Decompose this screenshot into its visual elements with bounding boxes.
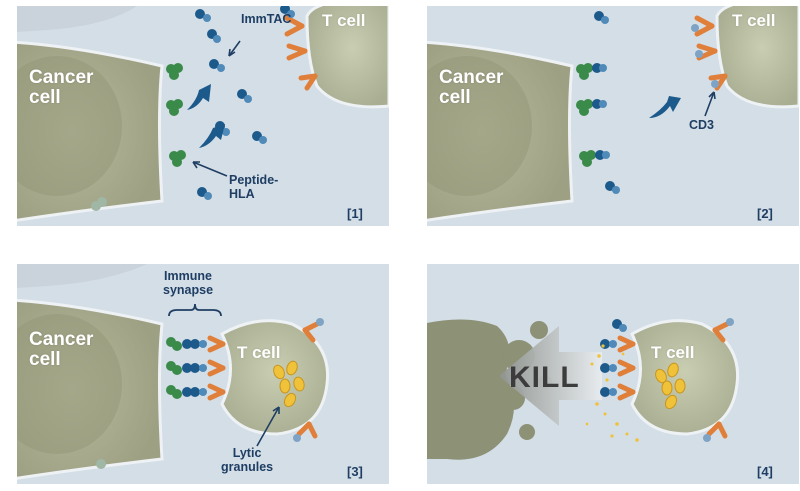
panel-number: [2]	[757, 206, 773, 221]
cancer-cell-label: Cancer cell	[29, 329, 94, 370]
peptide-hla-label: Peptide- HLA	[229, 173, 279, 202]
panel-2-illustration	[427, 6, 799, 222]
synapse-bracket	[168, 303, 222, 317]
panel-3: Cancer cell T cell Immune synapse Lytic …	[17, 264, 389, 484]
panel-1: Cancer cell T cell ImmTAC Peptide- HLA […	[17, 6, 389, 226]
panel-4-illustration	[427, 318, 740, 460]
annotation-arrow	[256, 406, 280, 447]
t-cell	[715, 6, 799, 109]
annotation-arrow	[704, 91, 716, 117]
kill-arrow	[499, 326, 602, 426]
t-cell-label: T cell	[237, 343, 281, 362]
cancer-cell-label: Cancer cell	[29, 67, 94, 108]
peptide-hla-group	[91, 63, 186, 211]
cd3-receptors	[284, 15, 318, 91]
motion-arrows	[187, 84, 225, 148]
t-cell	[630, 319, 740, 436]
t-cell-label: T cell	[732, 11, 776, 30]
panel-number: [3]	[347, 464, 363, 479]
kill-label: KILL	[509, 361, 580, 394]
cd3-receptors	[694, 15, 728, 91]
peptide-hla-group	[576, 63, 596, 167]
immune-synapse-label: Immune synapse	[163, 269, 214, 298]
panel-number: [4]	[757, 464, 773, 479]
bound-immtac	[592, 11, 620, 194]
cd3-tips	[691, 24, 719, 88]
panel-3-illustration	[17, 264, 330, 480]
synapse-complexes	[166, 335, 226, 401]
t-cell-label: T cell	[651, 343, 695, 362]
motion-arrow	[649, 96, 681, 118]
panel-2: Cancer cell T cell CD3 [2]	[427, 6, 799, 226]
panel-1-illustration	[17, 6, 389, 222]
lytic-granules-label: Lytic granules	[221, 446, 274, 475]
panel-4: KILL T cell [4]	[427, 264, 799, 484]
t-cell-label: T cell	[322, 11, 366, 30]
lytic-granules	[655, 362, 686, 410]
dying-cancer-cell	[427, 319, 552, 460]
immtac-molecules	[195, 6, 295, 200]
panel-number: [1]	[347, 206, 363, 221]
cd3-label: CD3	[689, 118, 715, 132]
cancer-cell-label: Cancer cell	[439, 67, 504, 108]
lytic-granules	[273, 360, 305, 408]
t-cell	[220, 319, 330, 436]
annotation-arrows	[192, 40, 241, 177]
t-cell	[305, 6, 389, 109]
immtac-label: ImmTAC	[241, 12, 292, 26]
released-granules	[585, 344, 639, 442]
